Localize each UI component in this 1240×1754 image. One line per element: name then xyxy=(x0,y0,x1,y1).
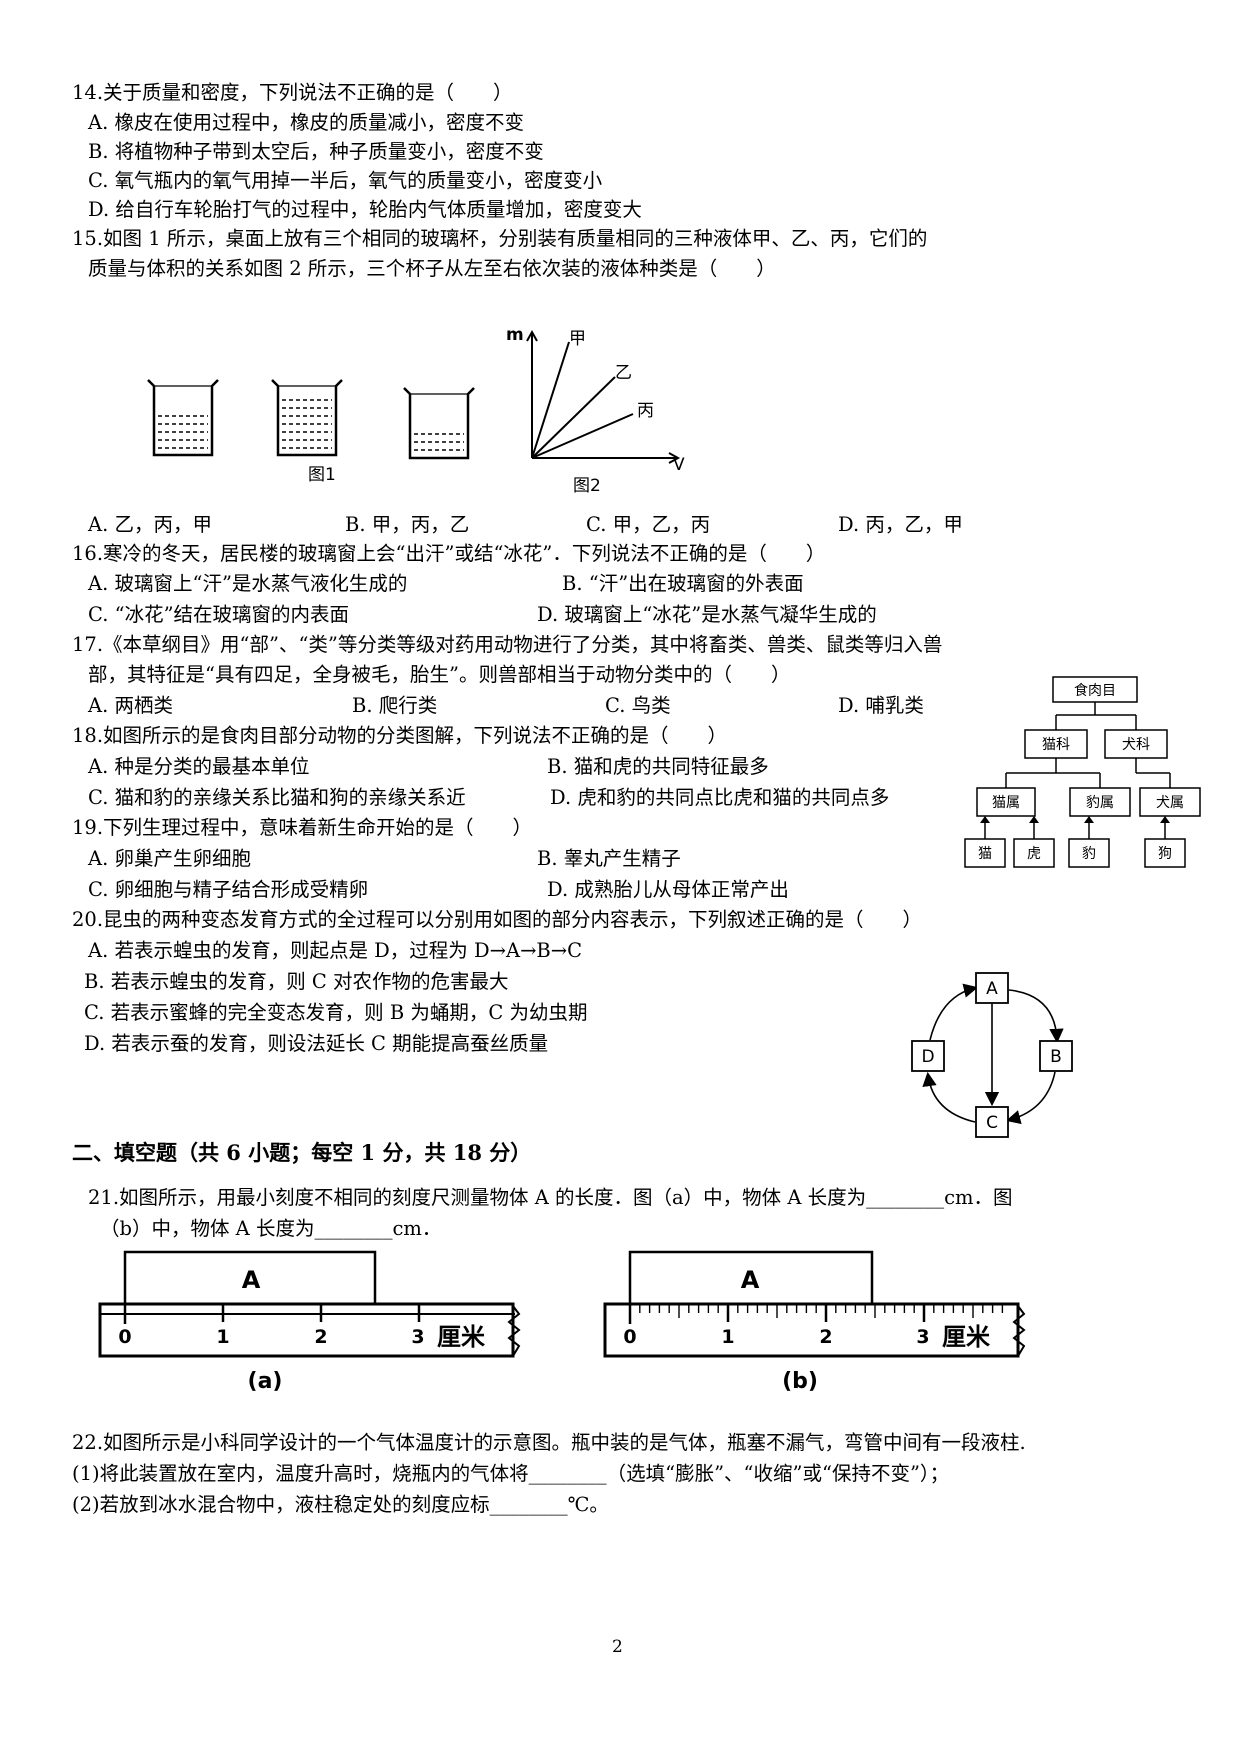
line-label-bing: 丙 xyxy=(637,401,654,421)
q16-option-c: C. “冰花”结在玻璃窗的内表面 xyxy=(88,603,350,626)
q20-option-c: C. 若表示蜜蜂的完全变态发育，则 B 为蛹期，C 为幼虫期 xyxy=(84,1001,588,1024)
object-b-label: A xyxy=(741,1266,760,1294)
tree-node-leopard: 豹 xyxy=(1082,846,1096,862)
q15-figure-mass-volume-graph: m V 甲 乙 丙 图2 xyxy=(506,325,685,496)
beaker-2-liquid xyxy=(282,399,332,449)
stage-c: C xyxy=(986,1113,998,1133)
q20-stem: 20.昆虫的两种变态发育方式的全过程可以分别用如图的部分内容表示，下列叙述正确的… xyxy=(72,908,923,931)
q15-stem-line2: 质量与体积的关系如图 2 所示，三个杯子从左至右依次装的液体种类是（ ） xyxy=(88,257,776,280)
q18-option-a: A. 种是分类的最基本单位 xyxy=(88,755,310,778)
q18-option-c: C. 猫和豹的亲缘关系比猫和狗的亲缘关系近 xyxy=(88,786,466,809)
ruler-b-unit: 厘米 xyxy=(942,1323,990,1351)
q20-option-a: A. 若表示蝗虫的发育，则起点是 D，过程为 D→A→B→C xyxy=(88,939,582,962)
q18-stem: 18.如图所示的是食肉目部分动物的分类图解，下列说法不正确的是（ ） xyxy=(72,724,728,747)
q20-option-b: B. 若表示蝗虫的发育，则 C 对农作物的危害最大 xyxy=(84,970,509,993)
line-yi xyxy=(531,376,616,459)
axis-label-v: V xyxy=(673,455,685,475)
stage-d: D xyxy=(921,1047,934,1067)
tree-node-tiger: 虎 xyxy=(1027,846,1041,862)
axis-label-m: m xyxy=(506,325,524,345)
q22-part-1: (1)将此装置放在室内，温度升高时，烧瓶内的气体将________（选填“膨胀”… xyxy=(72,1462,950,1485)
ruler-a-tick-1: 1 xyxy=(216,1326,229,1348)
q17-stem-line1: 17.《本草纲目》用“部”、“类”等分类等级对药用动物进行了分类，其中将畜类、兽… xyxy=(72,633,943,656)
figure-1-caption: 图1 xyxy=(308,465,336,485)
q14-option-a: A. 橡皮在使用过程中，橡皮的质量减小，密度不变 xyxy=(88,111,524,134)
q20-development-cycle-diagram: A B C D xyxy=(911,972,1073,1138)
q15-figure-beakers: 图1 xyxy=(147,379,475,485)
q16-stem: 16.寒冷的冬天，居民楼的玻璃窗上会“出汗”或结“冰花”．下列说法不正确的是（ … xyxy=(72,542,826,565)
q18-option-d: D. 虎和豹的共同点比虎和猫的共同点多 xyxy=(550,786,890,809)
stage-a: A xyxy=(986,979,998,999)
q17-option-c: C. 鸟类 xyxy=(605,694,671,717)
q15-option-c: C. 甲，乙，丙 xyxy=(586,513,711,536)
q14-option-b: B. 将植物种子带到太空后，种子质量变小，密度不变 xyxy=(88,140,544,163)
stage-b: B xyxy=(1050,1047,1062,1067)
ruler-b-tick-2: 2 xyxy=(819,1326,832,1348)
beaker-3 xyxy=(403,387,475,460)
beaker-1-liquid xyxy=(158,415,208,449)
q19-option-d: D. 成熟胎儿从母体正常产出 xyxy=(547,878,789,901)
ruler-b-caption: (b) xyxy=(782,1369,818,1394)
q17-option-a: A. 两栖类 xyxy=(88,694,173,717)
q21-ruler-figure-b: A 0 1 2 3 厘米 (b) xyxy=(603,1250,1026,1394)
section-2-title: 二、填空题（共 6 小题；每空 1 分，共 18 分） xyxy=(72,1140,532,1165)
ruler-b-tick-0: 0 xyxy=(623,1326,636,1348)
tree-node-canidae: 犬科 xyxy=(1122,737,1150,753)
tree-node-cat: 猫 xyxy=(978,846,992,862)
q21-line1: 21.如图所示，用最小刻度不相同的刻度尺测量物体 A 的长度．图（a）中，物体 … xyxy=(88,1186,1013,1209)
object-a-block xyxy=(123,1250,377,1306)
line-jia xyxy=(531,341,570,459)
beaker-3-liquid xyxy=(414,433,464,451)
q21-line2: （b）中，物体 A 长度为________cm． xyxy=(100,1217,442,1240)
q19-option-c: C. 卵细胞与精子结合形成受精卵 xyxy=(88,878,369,901)
ruler-b-millimeter-ticks xyxy=(639,1304,1004,1318)
object-a-label: A xyxy=(242,1266,261,1294)
tree-node-felidae: 猫科 xyxy=(1042,737,1070,753)
q22-part-2: (2)若放到冰水混合物中，液柱稳定处的刻度应标________℃。 xyxy=(72,1493,609,1516)
tree-node-panthera: 豹属 xyxy=(1086,795,1114,811)
figure-2-caption: 图2 xyxy=(573,476,601,496)
q17-option-d: D. 哺乳类 xyxy=(838,694,924,717)
page-number: 2 xyxy=(612,1637,623,1657)
q16-option-d: D. 玻璃窗上“冰花”是水蒸气凝华生成的 xyxy=(537,603,877,626)
tree-node-canis: 犬属 xyxy=(1156,795,1184,811)
q18-taxonomy-tree: 食肉目 猫科 犬科 猫属 豹属 犬属 猫 虎 豹 狗 xyxy=(964,676,1201,868)
q19-stem: 19.下列生理过程中，意味着新生命开始的是（ ） xyxy=(72,816,533,839)
ruler-b-tick-3: 3 xyxy=(916,1326,929,1348)
q18-option-b: B. 猫和虎的共同特征最多 xyxy=(547,755,769,778)
beaker-2 xyxy=(271,379,343,457)
tree-node-carnivora: 食肉目 xyxy=(1074,682,1116,699)
ruler-a-caption: (a) xyxy=(248,1369,283,1394)
q16-option-b: B. “汗”出在玻璃窗的外表面 xyxy=(562,572,804,595)
q14-option-c: C. 氧气瓶内的氧气用掉一半后，氧气的质量变小，密度变小 xyxy=(88,169,603,192)
object-b-block xyxy=(628,1250,874,1306)
ruler-a-tick-0: 0 xyxy=(118,1326,131,1348)
q19-option-b: B. 睾丸产生精子 xyxy=(537,847,681,870)
line-label-yi: 乙 xyxy=(615,363,632,383)
beaker-1 xyxy=(147,379,219,457)
q15-option-b: B. 甲，丙，乙 xyxy=(345,513,470,536)
q14-option-d: D. 给自行车轮胎打气的过程中，轮胎内气体质量增加，密度变大 xyxy=(88,198,642,221)
v-axis-arrow xyxy=(668,452,681,464)
q14-stem: 14.关于质量和密度，下列说法不正确的是（ ） xyxy=(72,81,513,104)
q15-option-a: A. 乙，丙，甲 xyxy=(88,513,212,536)
line-label-jia: 甲 xyxy=(569,329,586,349)
tree-node-felis: 猫属 xyxy=(992,795,1020,811)
q20-option-d: D. 若表示蚕的发育，则设法延长 C 期能提高蚕丝质量 xyxy=(84,1032,549,1055)
m-axis-arrow xyxy=(526,329,538,342)
line-bing xyxy=(531,413,634,459)
q17-option-b: B. 爬行类 xyxy=(352,694,438,717)
q15-stem-line1: 15.如图 1 所示，桌面上放有三个相同的玻璃杯，分别装有质量相同的三种液体甲、… xyxy=(72,227,928,250)
q22-stem: 22.如图所示是小科同学设计的一个气体温度计的示意图。瓶中装的是气体，瓶塞不漏气… xyxy=(72,1431,1026,1454)
ruler-a-tick-3: 3 xyxy=(411,1326,424,1348)
q19-option-a: A. 卵巢产生卵细胞 xyxy=(88,847,251,870)
q17-stem-line2: 部，其特征是“具有四足，全身被毛，胎生”。则兽部相当于动物分类中的（ ） xyxy=(88,663,791,686)
ruler-a-tick-2: 2 xyxy=(314,1326,327,1348)
ruler-a-unit: 厘米 xyxy=(437,1323,485,1351)
ruler-b-tick-1: 1 xyxy=(721,1326,734,1348)
q15-option-d: D. 丙，乙，甲 xyxy=(838,513,963,536)
q16-option-a: A. 玻璃窗上“汗”是水蒸气液化生成的 xyxy=(88,572,408,595)
q21-ruler-figure-a: A 0 1 2 3 厘米 (a) xyxy=(98,1250,521,1394)
tree-node-dog: 狗 xyxy=(1158,846,1172,862)
